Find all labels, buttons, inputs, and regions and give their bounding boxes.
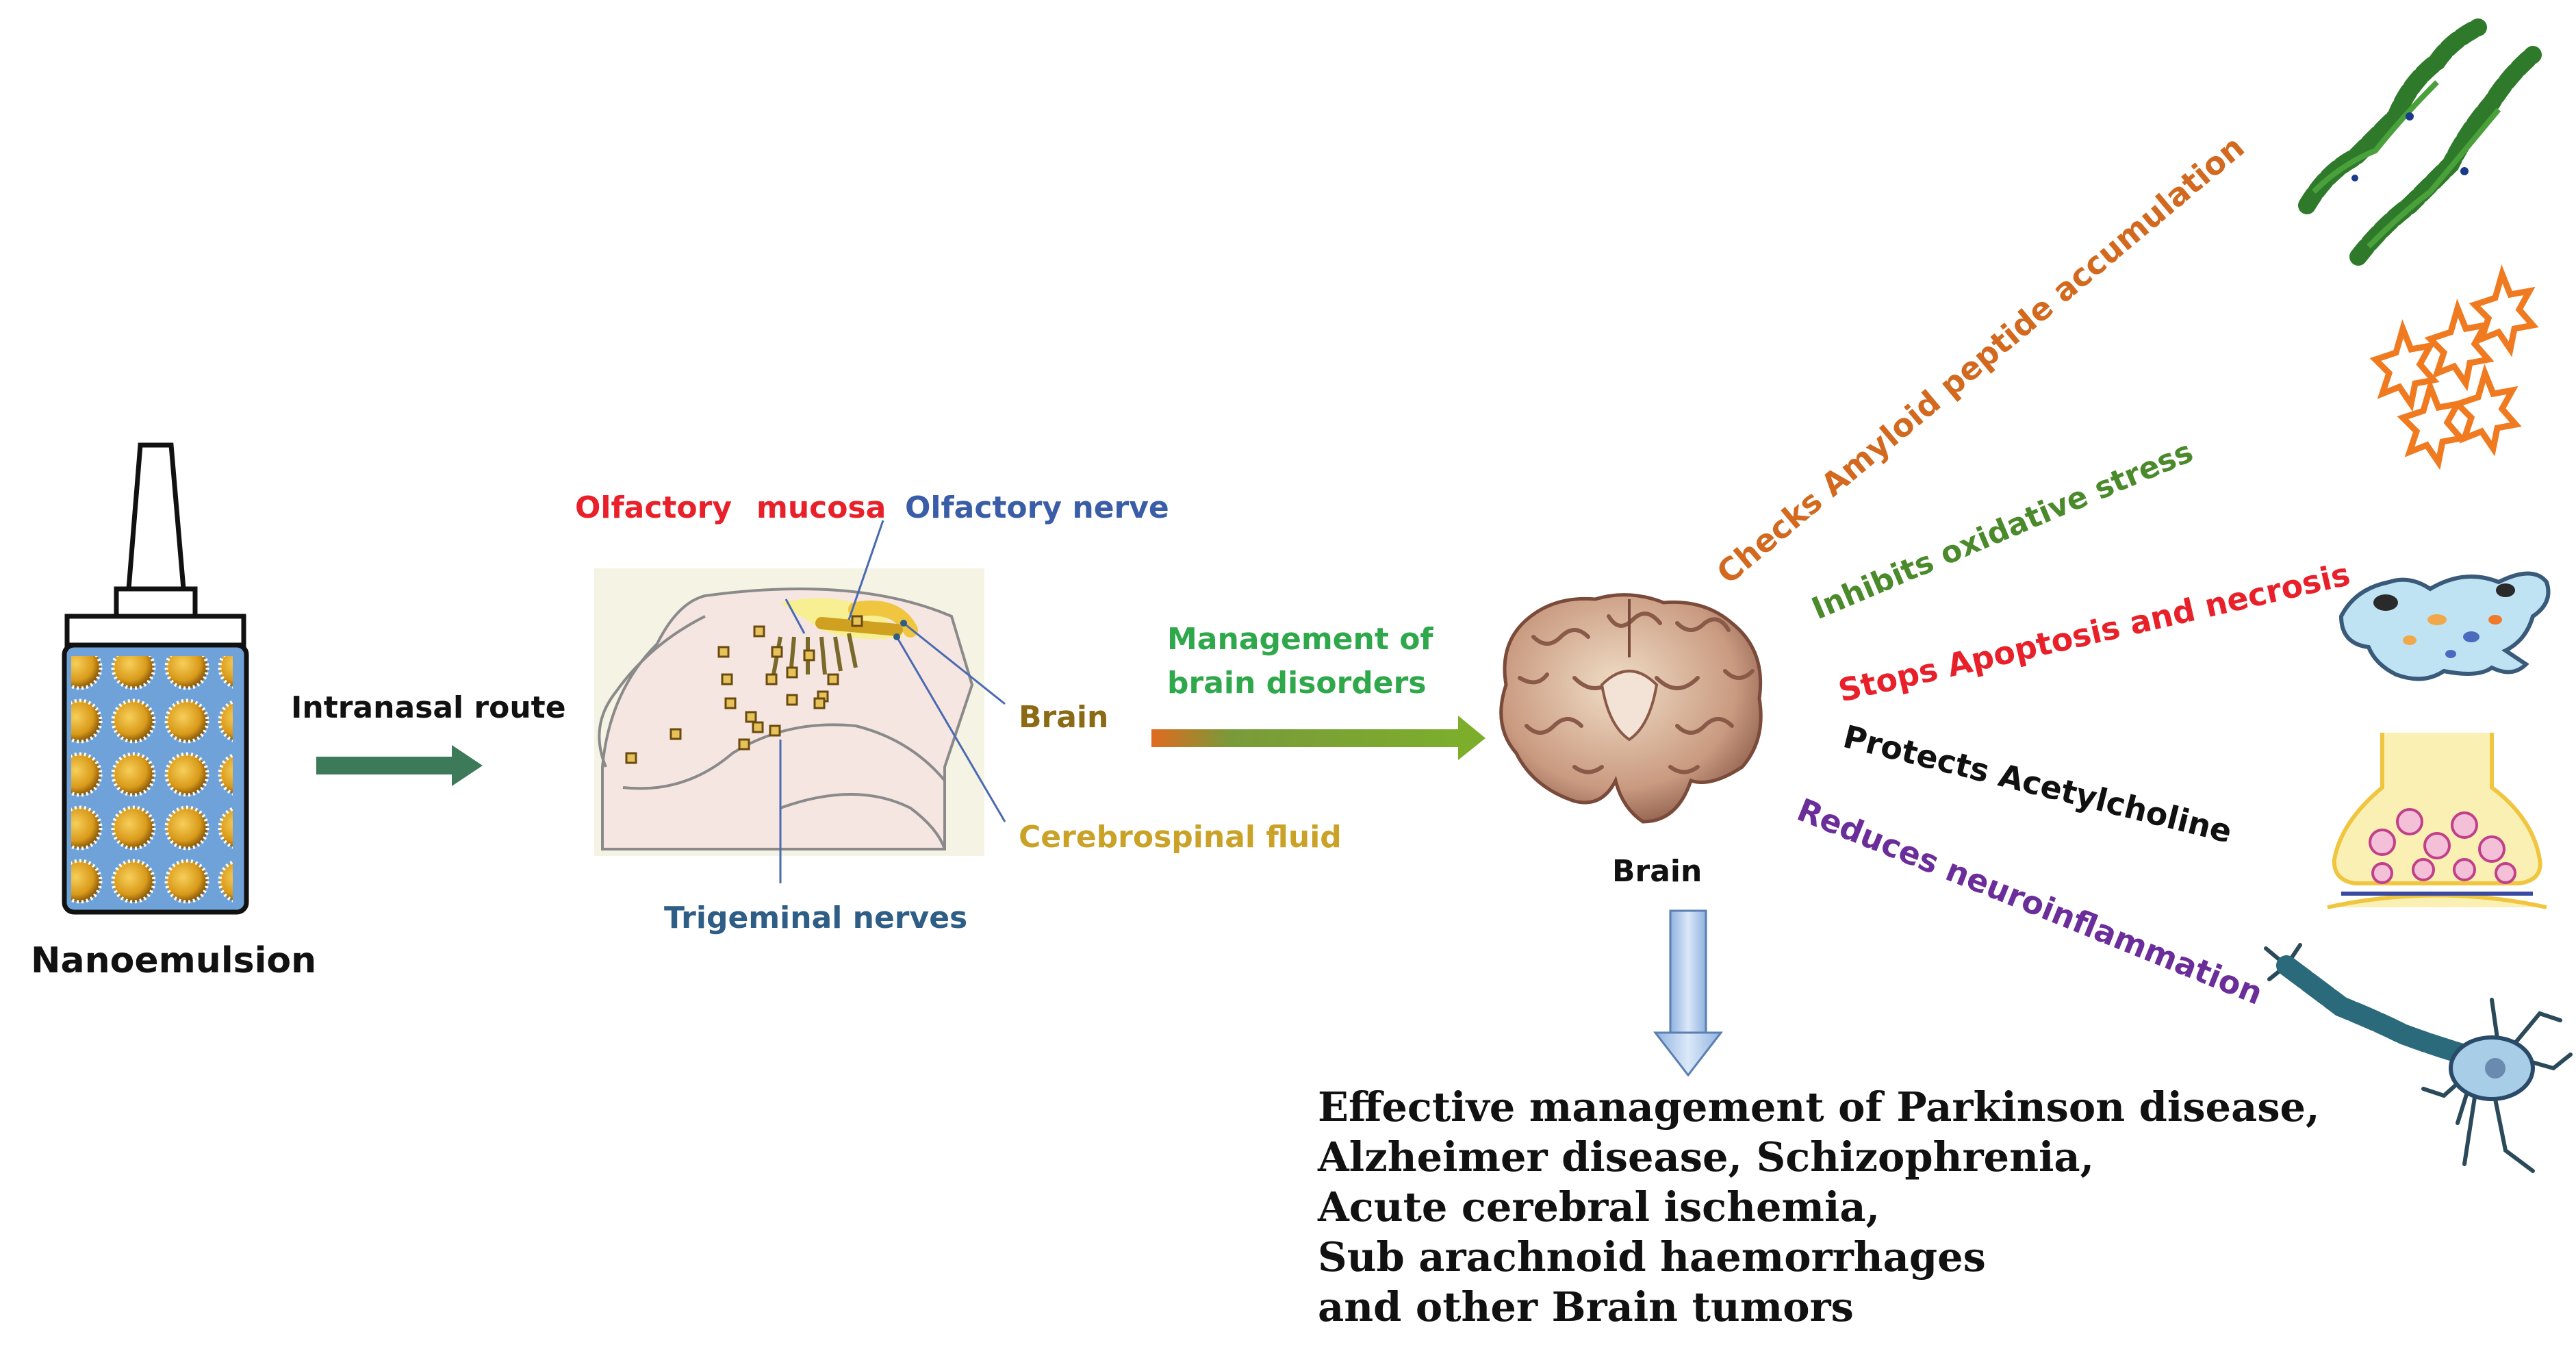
nasal-spray-bottle-icon	[62, 442, 249, 915]
management-label-line2: brain disorders	[1167, 666, 1427, 701]
trigeminal-label: Trigeminal nerves	[664, 900, 967, 935]
management-arrow	[1151, 716, 1485, 760]
nanoemulsion-droplets	[71, 656, 233, 904]
brain-section-icon	[1499, 593, 1763, 824]
olfactory-label: Olfactory	[575, 490, 732, 525]
outcome-text-block: Effective management of Parkinson diseas…	[1318, 1082, 2320, 1332]
outcome-line: and other Brain tumors	[1318, 1283, 1854, 1331]
oxidative-star-icon	[2369, 264, 2539, 470]
neuron-icon	[2264, 943, 2573, 1173]
nasal-cavity-diagram	[594, 520, 1006, 883]
route-label: Intranasal route	[291, 690, 566, 725]
synapse-icon	[2327, 733, 2547, 909]
outcome-line: Sub arachnoid haemorrhages	[1318, 1233, 1986, 1281]
route-arrow	[316, 745, 483, 786]
olfactory-nerve-label: Olfactory nerve	[905, 490, 1169, 525]
outcome-line: Alzheimer disease, Schizophrenia,	[1318, 1133, 2095, 1181]
apoptotic-cell-icon	[2338, 571, 2551, 681]
mucosa-label: mucosa	[756, 490, 886, 525]
management-label-line1: Management of	[1167, 622, 1433, 657]
outcome-line: Effective management of Parkinson diseas…	[1318, 1083, 2320, 1131]
outcome-down-arrow	[1653, 909, 1724, 1077]
brain-nasal-label: Brain	[1019, 700, 1108, 735]
amyloid-fibril-icon	[2298, 18, 2542, 266]
outcome-line: Acute cerebral ischemia,	[1318, 1183, 1880, 1231]
brain-label: Brain	[1612, 854, 1702, 889]
csf-label: Cerebrospinal fluid	[1019, 820, 1342, 855]
nanoemulsion-label: Nanoemulsion	[31, 940, 316, 981]
